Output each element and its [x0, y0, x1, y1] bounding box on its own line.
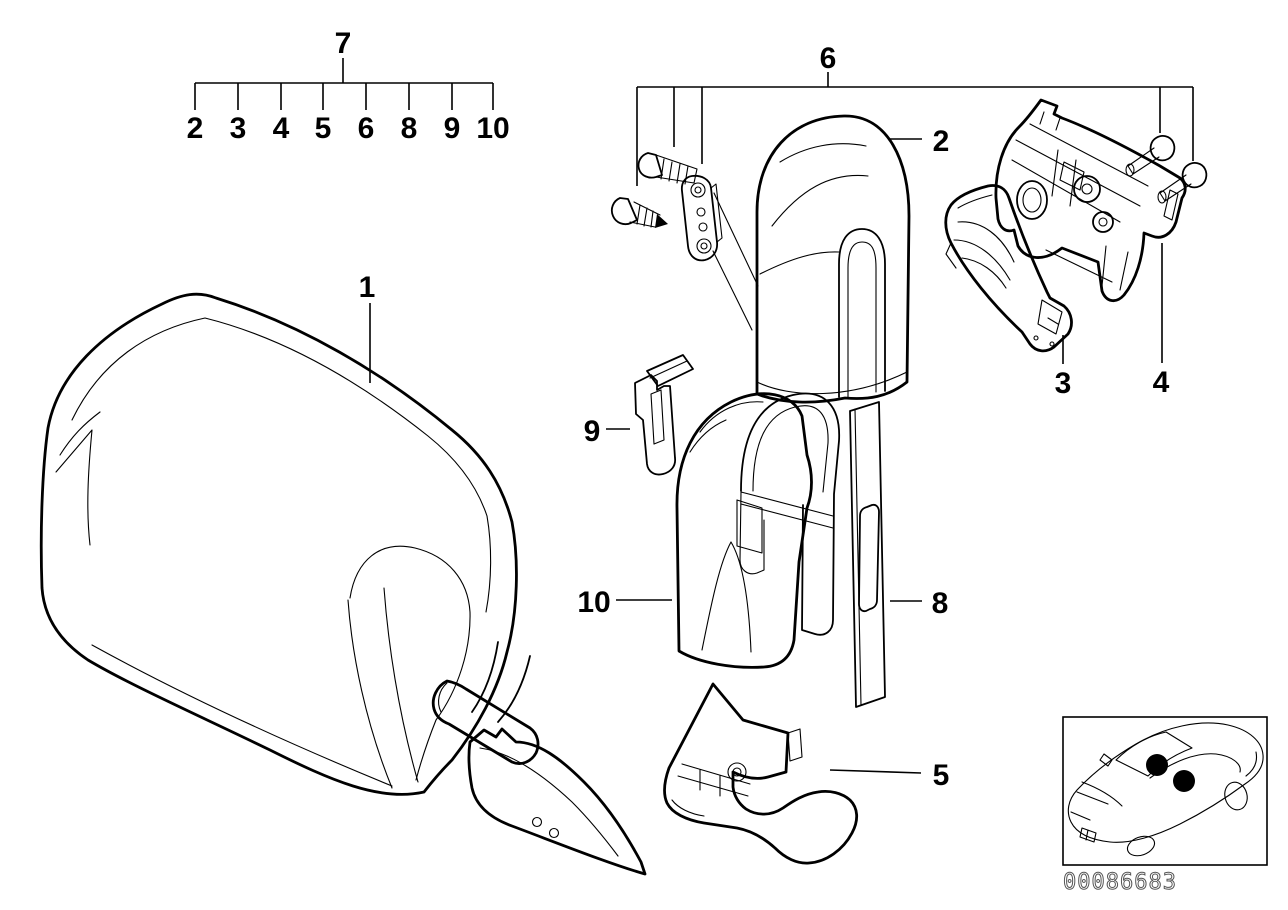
pin-drawing [1125, 135, 1176, 177]
legend-child-label[interactable]: 5 [315, 112, 332, 145]
thumbnail-border [1062, 716, 1268, 866]
car-outline-drawing [1067, 722, 1264, 857]
link-plate-drawing [680, 174, 759, 331]
pin-drawing [1157, 162, 1208, 204]
part-6-group: 6 [610, 42, 1194, 331]
legend-child-label[interactable]: 6 [358, 112, 375, 145]
legend-tree: 7 2 3 4 5 6 8 9 10 [187, 27, 510, 145]
callout-6-bracket-lines [636, 72, 1194, 186]
legend-parent-label[interactable]: 7 [335, 27, 352, 60]
callout-part-1[interactable]: 1 [359, 271, 376, 304]
part-1-headrest-drawing: 1 [39, 271, 647, 876]
part-9-clip-drawing: 9 [584, 354, 694, 476]
callout-part-2[interactable]: 2 [933, 125, 950, 158]
callout-part-4[interactable]: 4 [1153, 366, 1170, 399]
callout-part-5[interactable]: 5 [933, 759, 950, 792]
legend-lines [194, 58, 494, 110]
diagram-id: 00086683 [1063, 870, 1177, 895]
part-8-strip-drawing: 8 [849, 401, 949, 708]
part-10-cover-drawing: 10 [577, 392, 840, 669]
callout-part-9[interactable]: 9 [584, 415, 601, 448]
legend-child-label[interactable]: 4 [273, 112, 290, 145]
callout-part-3[interactable]: 3 [1055, 367, 1072, 400]
headrest-position-dot [1173, 770, 1195, 792]
callout-part-6[interactable]: 6 [820, 42, 837, 75]
callout-part-10[interactable]: 10 [577, 586, 610, 619]
headrest-position-dot [1146, 754, 1168, 776]
part-5-bracket-drawing: 5 [663, 682, 950, 865]
legend-child-label[interactable]: 10 [476, 112, 509, 145]
car-location-thumbnail: 00086683 [1062, 716, 1268, 896]
legend-child-label[interactable]: 2 [187, 112, 204, 145]
legend-child-label[interactable]: 3 [230, 112, 247, 145]
callout-part-8[interactable]: 8 [932, 587, 949, 620]
part-2-cover-drawing: 2 [755, 114, 950, 404]
part-3-guide-drawing: 3 [944, 184, 1073, 400]
legend-child-label[interactable]: 8 [401, 112, 418, 145]
callout-5-leader [829, 769, 922, 774]
legend-child-label[interactable]: 9 [444, 112, 461, 145]
screw-upper-drawing [637, 152, 698, 185]
screw-lower-drawing [610, 197, 668, 228]
part-4-mechanism-drawing: 4 [994, 98, 1208, 399]
